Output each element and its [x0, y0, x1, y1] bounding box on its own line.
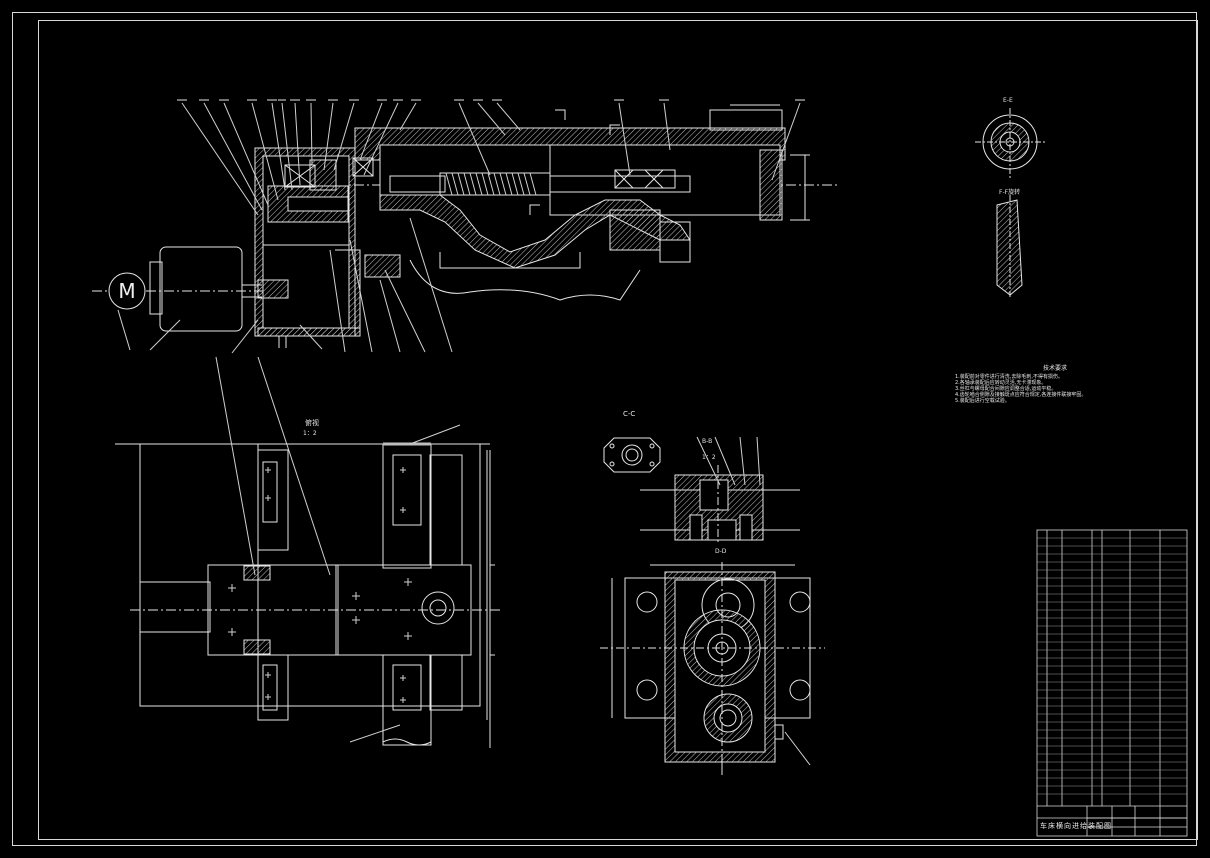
motor-label: M: [118, 279, 136, 303]
section-bb-scale: 1：2: [702, 454, 716, 461]
top-view: [115, 356, 500, 748]
parts-list-rows: [1037, 537, 1187, 795]
note-item: 4.齿轮啮合侧隙及接触斑点应符合规定,各连接件联接牢固。: [955, 392, 1087, 398]
section-bb: [640, 436, 800, 545]
top-view-scale: 1：2: [303, 430, 317, 437]
inner-border: [38, 20, 1198, 840]
motor-symbol: [108, 272, 146, 310]
note-item: 5.装配后进行空载试验。: [955, 398, 1010, 404]
section-cc-label: C-C: [623, 410, 636, 418]
section-dd: [600, 562, 825, 775]
top-view-label: 俯视: [305, 419, 319, 427]
notes-title: 技术要求: [1042, 365, 1067, 372]
note-item: 3.丝杠与螺母配合间隙应调整合适,运动平稳。: [955, 386, 1057, 392]
drawing-title: 车床横向进给装配图: [1040, 822, 1112, 830]
main-assembly-view: [92, 99, 840, 354]
parts-list-table: [1036, 529, 1188, 837]
section-ee-label: E-E: [1003, 97, 1013, 104]
section-dd-label: D-D: [715, 548, 727, 555]
note-item: 1.装配前对零件进行清洗,去除毛刺,不得有损伤。: [955, 374, 1063, 380]
section-ff-label: F-F旋转: [999, 189, 1021, 196]
section-cc: [603, 437, 661, 473]
technical-notes: 技术要求 1.装配前对零件进行清洗,去除毛刺,不得有损伤。 2.各轴承装配后应转…: [955, 365, 1155, 405]
section-ff: [996, 195, 1023, 298]
section-bb-label: B-B: [702, 438, 713, 445]
outer-border: [12, 12, 1197, 846]
section-ee: [975, 108, 1045, 178]
note-item: 2.各轴承装配后应转动灵活,无卡滞现象。: [955, 380, 1047, 386]
